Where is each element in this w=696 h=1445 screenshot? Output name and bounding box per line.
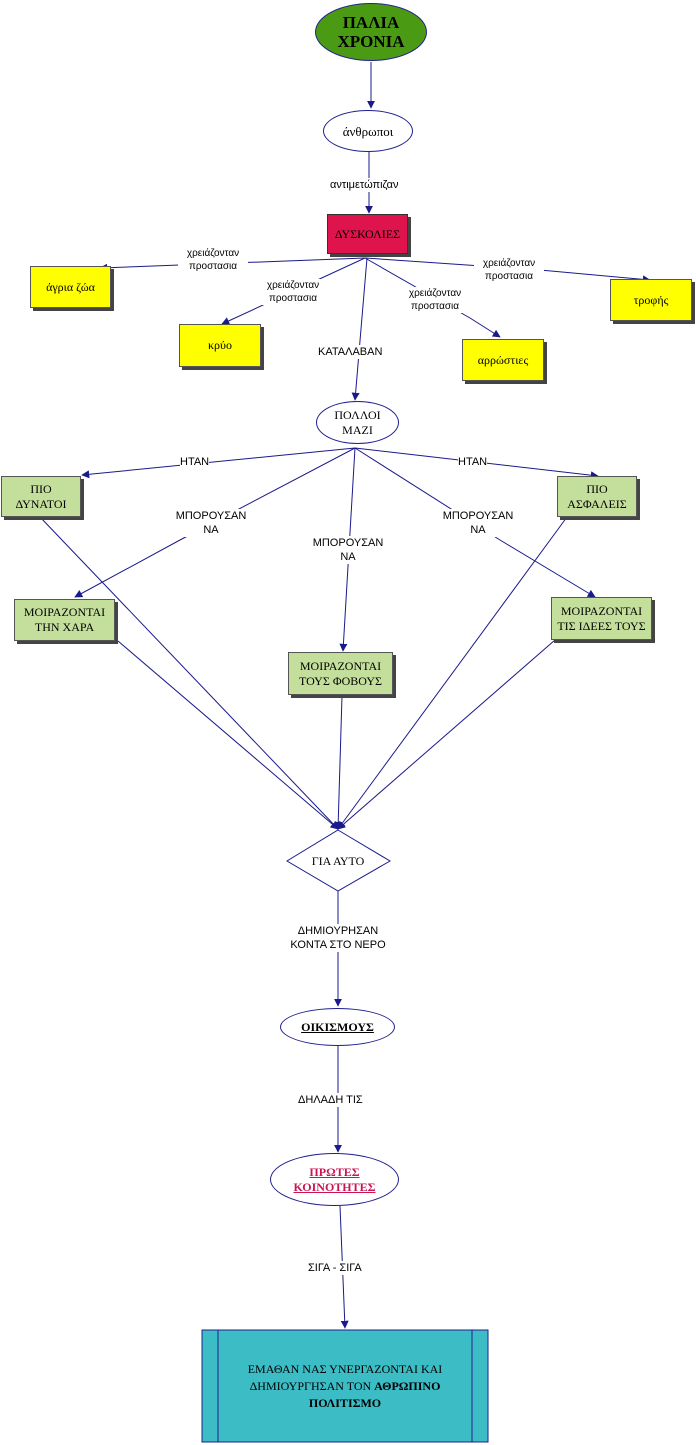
edge-many-stronger [81,447,356,479]
label-understood: ΚΑΤΑΛΑΒΑΝ [318,345,383,359]
settlements-label: ΟΙΚΙΣΜΟΥΣ [301,1019,374,1034]
share-joy-label: ΜΟΙΡΑΖΟΝΤΑΙ ΤΗΝ ΧΑΡΑ [23,605,106,634]
edge-safer-therefore [337,516,568,830]
final-bold-text: ΑΘΡΩΠΙΝΟ ΠΟΛΙΤΙΣΜΟ [308,1378,441,1410]
therefore-node: ΓΙΑ ΑΥΤΟ [298,851,378,871]
safer-label: ΠΙΟ ΑΣΦΑΛΕΙΣ [567,481,627,511]
cold-node: κρύο [179,324,261,367]
label-created-near-water: ΔΗΜΙΟΥΡΗΣΑΝ ΚΟΝΤΑ ΣΤΟ ΝΕΡΟ [288,924,388,952]
food-label: τροφής [633,292,669,307]
therefore-label: ΓΙΑ ΑΥΤΟ [311,853,365,868]
share-fears-node: ΜΟΙΡΑΖΟΝΤΑΙ ΤΟΥΣ ΦΟΒΟΥΣ [288,652,393,695]
label-were-left: ΗΤΑΝ [180,455,210,469]
many-together-label: ΠΟΛΛΟΙ ΜΑΖΙ [334,407,381,437]
edge-ideas-therefore [337,639,556,830]
edge-fears-therefore [334,695,343,830]
final-node: ΕΜΑΘΑΝ ΝΑΣ ΥΝΕΡΓΑΖΟΝΤΑΙ ΚΑΙ ΔΗΜΙΟΥΡΓΗΣΑΝ… [219,1331,471,1441]
label-could-left: ΜΠΟΡΟΥΣΑΝ ΝΑ [168,509,254,537]
edge-joy-therefore [117,640,339,830]
label-could-center: ΜΠΟΡΟΥΣΑΝ ΝΑ [305,536,391,564]
food-node: τροφής [610,279,692,321]
share-fears-label: ΜΟΙΡΑΖΟΝΤΑΙ ΤΟΥΣ ΦΟΒΟΥΣ [299,658,382,688]
label-could-right: ΜΠΟΡΟΥΣΑΝ ΝΑ [435,509,521,537]
start-label: ΠΑΛΙΑ ΧΡΟΝΙΑ [337,13,405,51]
edge-stronger-therefore [39,516,339,830]
diseases-label: αρρώστιες [477,352,529,367]
label-protection-diseases: χρειάζονταν προστασια [400,287,470,313]
people-label: άνθρωποι [342,123,394,139]
share-ideas-node: ΜΟΙΡΑΖΟΝΤΑΙ ΤΙΣ ΙΔΕΕΣ ΤΟΥΣ [551,597,652,640]
share-joy-node: ΜΟΙΡΑΖΟΝΤΑΙ ΤΗΝ ΧΑΡΑ [14,599,115,641]
label-faced: αντιμετώπιζαν [330,178,399,192]
first-communities-node: ΠΡΩΤΕΣ ΚΟΙΝΟΤΗΤΕΣ [270,1153,399,1206]
settlements-node: ΟΙΚΙΣΜΟΥΣ [280,1008,395,1046]
label-protection-cold: χρειάζονταν προστασια [258,279,328,305]
label-protection-food: χρειάζονταν προστασια [474,257,544,283]
many-together-node: ΠΟΛΛΟΙ ΜΑΖΙ [316,401,399,444]
label-protection-wild: χρειάζονταν προστασια [178,247,248,273]
diseases-node: αρρώστιες [462,339,544,381]
label-slowly: ΣΙΓΑ - ΣΙΓΑ [308,1261,362,1275]
edge-diff-many [351,257,368,401]
label-namely: ΔΗΛΑΔΗ ΤΙΣ [298,1093,363,1107]
therefore-diamond [286,829,391,892]
start-node: ΠΑΛΙΑ ΧΡΟΝΙΑ [315,3,427,61]
difficulties-label: ΔΥΣΚΟΛΙΕΣ [334,226,401,241]
first-communities-label: ΠΡΩΤΕΣ ΚΟΙΝΟΤΗΤΕΣ [293,1164,376,1194]
final-box-shape [201,1329,489,1443]
share-ideas-label: ΜΟΙΡΑΖΟΝΤΑΙ ΤΙΣ ΙΔΕΕΣ ΤΟΥΣ [557,603,646,633]
stronger-node: ΠΙΟ ΔΥΝΑΤΟΙ [1,476,81,517]
cold-label: κρύο [208,338,232,352]
difficulties-node: ΔΥΣΚΟΛΙΕΣ [327,214,408,254]
wild-animals-node: άγρια ζώα [30,266,111,308]
final-text: ΕΜΑΘΑΝ ΝΑΣ ΥΝΕΡΓΑΖΟΝΤΑΙ ΚΑΙ ΔΗΜΙΟΥΡΓΗΣΑΝ… [247,1361,443,1393]
label-were-right: ΗΤΑΝ [458,455,488,469]
edge-many-joy [74,447,356,598]
wild-animals-label: άγρια ζώα [46,279,95,294]
stronger-label: ΠΙΟ ΔΥΝΑΤΟΙ [15,481,67,511]
final-label: ΕΜΑΘΑΝ ΝΑΣ ΥΝΕΡΓΑΖΟΝΤΑΙ ΚΑΙ ΔΗΜΙΟΥΡΓΗΣΑΝ… [229,1361,461,1412]
edge-many-ideas [354,447,596,598]
edge-diff-diseases [364,257,501,338]
people-node: άνθρωποι [323,110,413,152]
safer-node: ΠΙΟ ΑΣΦΑΛΕΙΣ [557,476,637,517]
